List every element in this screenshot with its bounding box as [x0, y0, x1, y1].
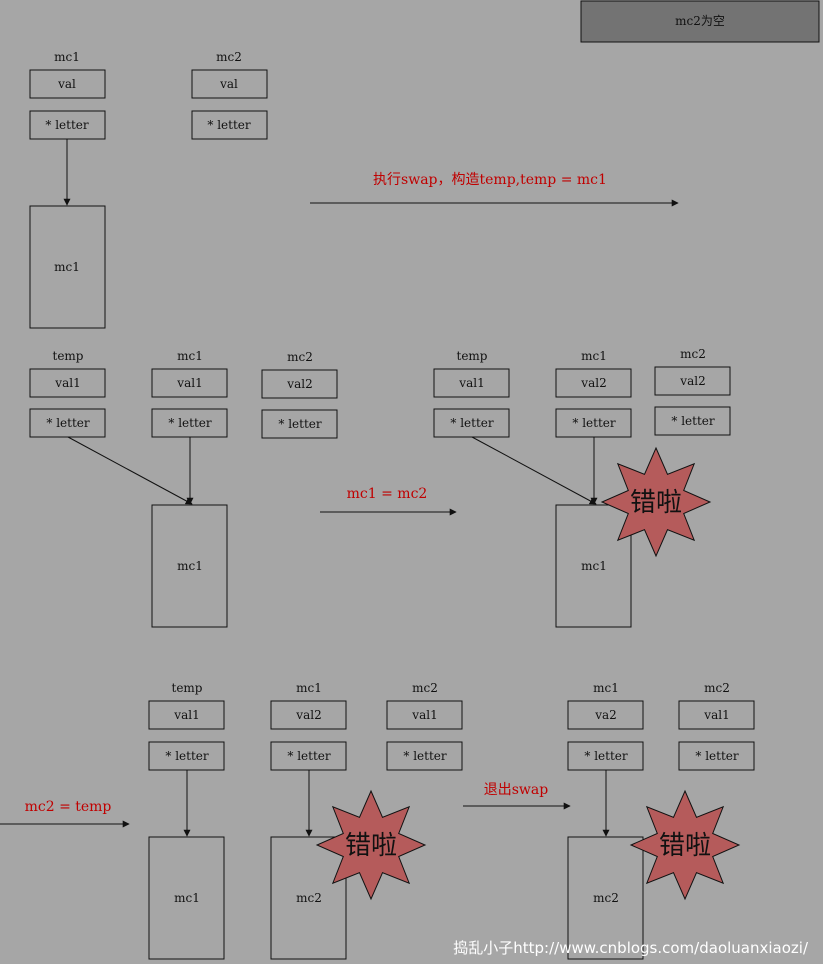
stage2-temp-header: temp	[53, 349, 84, 363]
stage5-mem-label: mc2	[593, 891, 619, 905]
stage1-mem-label: mc1	[54, 260, 80, 274]
stage2-mc1-val: val1	[176, 376, 202, 390]
stage5-mc2-letter-box	[678, 741, 755, 771]
stage1-mc1-val: val	[57, 77, 76, 91]
stage3-error-star-icon	[600, 446, 712, 558]
stage4-mc1-letter: * letter	[287, 749, 331, 763]
stage5-mem-block	[567, 836, 644, 960]
stage4-mc2-val: val1	[411, 708, 437, 722]
stage4-error-star-icon	[315, 789, 427, 901]
stage1-mc2-letter-box	[191, 110, 268, 140]
stage2-temp-val-box	[29, 368, 106, 398]
stage4-temp-mem-block	[148, 836, 225, 960]
stage3-mc1-header: mc1	[581, 349, 607, 363]
step-mc2-eq-temp-label: mc2 = temp	[25, 799, 112, 815]
stage1-mc1-val-box	[29, 69, 106, 99]
stage2-temp-letter: * letter	[46, 416, 90, 430]
stage-3: temp val1 * letter mc1 val2 * letter mc2…	[433, 347, 731, 628]
banner-text: mc2为空	[675, 14, 725, 28]
step-exit-label: 退出swap	[484, 782, 549, 798]
stage4-temp-val: val1	[173, 708, 199, 722]
stage3-mc1-val: val2	[580, 376, 606, 390]
stage5-mc2-val-box	[678, 700, 755, 730]
stage3-mc1-val-box	[555, 368, 632, 398]
stage2-temp-pointer-arrow	[67, 436, 193, 505]
stage5-mc2-letter: * letter	[695, 749, 739, 763]
stage1-mc2-val-box	[191, 69, 268, 99]
stage3-mem-label: mc1	[581, 559, 607, 573]
stage2-mc1-val-box	[151, 368, 228, 398]
stage3-mc2-letter: * letter	[671, 414, 715, 428]
banner-box	[580, 0, 820, 43]
stage4-mc1-val: val2	[295, 708, 321, 722]
stage2-mc1-letter: * letter	[168, 416, 212, 430]
stage1-mc1-letter: * letter	[45, 118, 89, 132]
stage2-mc2-val: val2	[286, 377, 312, 391]
stage4-mc1-mem-label: mc2	[296, 891, 322, 905]
stage5-mc1-letter: * letter	[584, 749, 628, 763]
stage5-error-star-icon	[629, 789, 741, 901]
stage1-mc2-header: mc2	[216, 50, 242, 64]
watermark: 捣乱小子http://www.cnblogs.com/daoluanxiaozi…	[453, 939, 809, 957]
stage1-mc2-val: val	[219, 77, 238, 91]
stage4-temp-val-box	[148, 700, 225, 730]
stage2-temp-letter-box	[29, 408, 106, 438]
stage3-temp-header: temp	[457, 349, 488, 363]
stage4-mc2-header: mc2	[412, 681, 438, 695]
stage4-mc2-letter-box	[386, 741, 463, 771]
stage3-error-text: 错啦	[630, 488, 682, 518]
stage1-mc2-letter: * letter	[207, 118, 251, 132]
stage3-temp-letter: * letter	[450, 416, 494, 430]
step-swap-label: 执行swap，构造temp,temp = mc1	[373, 172, 607, 188]
stage3-temp-pointer-arrow	[471, 436, 597, 505]
stage5-mc2-val: val1	[703, 708, 729, 722]
stage2-mc2-header: mc2	[287, 350, 313, 364]
stage-5: mc1 va2 * letter mc2 val1 * letter mc2 错…	[567, 681, 755, 960]
stage5-mc1-header: mc1	[593, 681, 619, 695]
stage4-mc2-letter: * letter	[403, 749, 447, 763]
stage5-mc1-val-box	[567, 700, 644, 730]
stage3-mc2-letter-box	[654, 406, 731, 436]
stage-1: mc1 val * letter mc2 val * letter mc1 执行…	[29, 50, 679, 329]
stage2-mc2-letter-box	[261, 409, 338, 439]
stage4-mc1-val-box	[270, 700, 347, 730]
stage1-mc1-header: mc1	[54, 50, 80, 64]
stage3-mem-block	[555, 504, 632, 628]
stage3-temp-val-box	[433, 368, 510, 398]
stage2-mc1-header: mc1	[177, 349, 203, 363]
stage5-error-text: 错啦	[659, 831, 711, 861]
stage3-mc2-header: mc2	[680, 347, 706, 361]
stage2-mc2-val-box	[261, 369, 338, 399]
stage2-mem-block	[151, 504, 228, 628]
stage2-mc2-letter: * letter	[278, 417, 322, 431]
stage4-error-text: 错啦	[345, 831, 397, 861]
stage2-mem-label: mc1	[177, 559, 203, 573]
stage4-mc2-val-box	[386, 700, 463, 730]
stage2-temp-val: val1	[54, 376, 80, 390]
stage-4: mc2 = temp temp val1 * letter mc1 val2 *…	[0, 681, 571, 960]
stage4-temp-letter: * letter	[165, 749, 209, 763]
step-mc1-eq-mc2-label: mc1 = mc2	[347, 486, 428, 502]
stage1-mem-block	[29, 205, 106, 329]
stage3-temp-letter-box	[433, 408, 510, 438]
stage3-mc1-letter: * letter	[572, 416, 616, 430]
stage4-mc1-header: mc1	[296, 681, 322, 695]
stage3-temp-val: val1	[458, 376, 484, 390]
stage-2: temp val1 * letter mc1 val1 * letter mc2…	[29, 349, 457, 628]
stage5-mc2-header: mc2	[704, 681, 730, 695]
stage3-mc2-val: val2	[679, 374, 705, 388]
stage4-temp-mem-label: mc1	[174, 891, 200, 905]
stage5-mc1-val: va2	[594, 708, 617, 722]
stage3-mc2-val-box	[654, 366, 731, 396]
stage4-mc1-mem-block	[270, 836, 347, 960]
stage4-temp-header: temp	[172, 681, 203, 695]
